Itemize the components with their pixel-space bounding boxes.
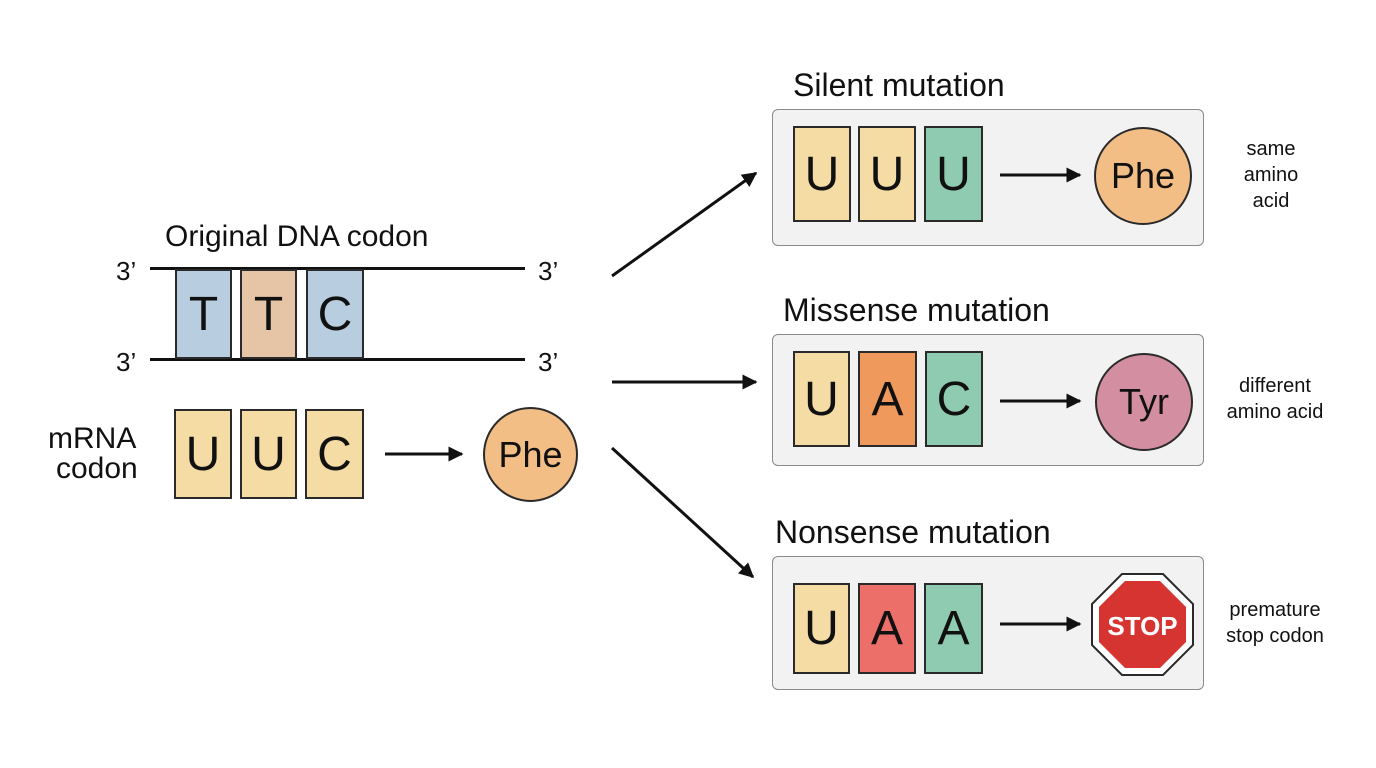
- mrna-label-line2: codon: [56, 452, 138, 485]
- nonsense-note: premature stop codon: [1200, 597, 1350, 649]
- silent-mutation-title: Silent mutation: [793, 67, 1005, 103]
- missense-base-1: U: [793, 351, 850, 447]
- prime-label-bottom-left: 3’: [116, 347, 137, 377]
- missense-note-line1: different: [1239, 375, 1311, 397]
- nonsense-note-line1: premature: [1229, 599, 1321, 621]
- dna-strand-bottom: [150, 358, 525, 361]
- nonsense-mutation-title: Nonsense mutation: [775, 514, 1051, 550]
- dna-base-2: T: [240, 269, 297, 359]
- amino-acid-phe-original: Phe: [483, 407, 578, 502]
- arrow-icon: [610, 446, 755, 579]
- silent-note-line2: amino: [1243, 164, 1299, 186]
- silent-base-3: U: [924, 126, 983, 222]
- dna-base-3: C: [306, 269, 364, 359]
- nonsense-note-line2: stop codon: [1226, 625, 1324, 647]
- silent-base-2: U: [858, 126, 916, 222]
- mrna-base-3: C: [305, 409, 364, 499]
- silent-result-phe: Phe: [1094, 127, 1192, 225]
- prime-label-bottom-right: 3’: [538, 347, 559, 377]
- missense-base-2: A: [858, 351, 917, 447]
- mrna-label-line1: mRNA: [48, 422, 137, 455]
- nonsense-base-1: U: [793, 583, 850, 674]
- prime-label-top-right: 3’: [538, 256, 559, 286]
- missense-result-tyr: Tyr: [1095, 353, 1193, 451]
- nonsense-base-3: A: [924, 583, 983, 674]
- nonsense-base-2: A: [858, 583, 916, 674]
- mrna-base-1: U: [174, 409, 232, 499]
- dna-base-1: T: [175, 269, 232, 359]
- prime-label-top-left: 3’: [116, 256, 137, 286]
- missense-mutation-title: Missense mutation: [783, 292, 1050, 328]
- silent-note-line3: acid: [1252, 190, 1290, 212]
- original-dna-title: Original DNA codon: [165, 220, 429, 253]
- arrow-icon: [611, 171, 758, 278]
- missense-note: different amino acid: [1200, 373, 1350, 425]
- missense-note-line2: amino acid: [1226, 401, 1324, 423]
- dna-strand-top: [150, 267, 525, 270]
- missense-base-3: C: [925, 351, 983, 447]
- silent-base-1: U: [793, 126, 851, 222]
- silent-note: same amino acid: [1196, 136, 1346, 214]
- mrna-base-2: U: [240, 409, 297, 499]
- silent-note-line1: same: [1246, 138, 1296, 160]
